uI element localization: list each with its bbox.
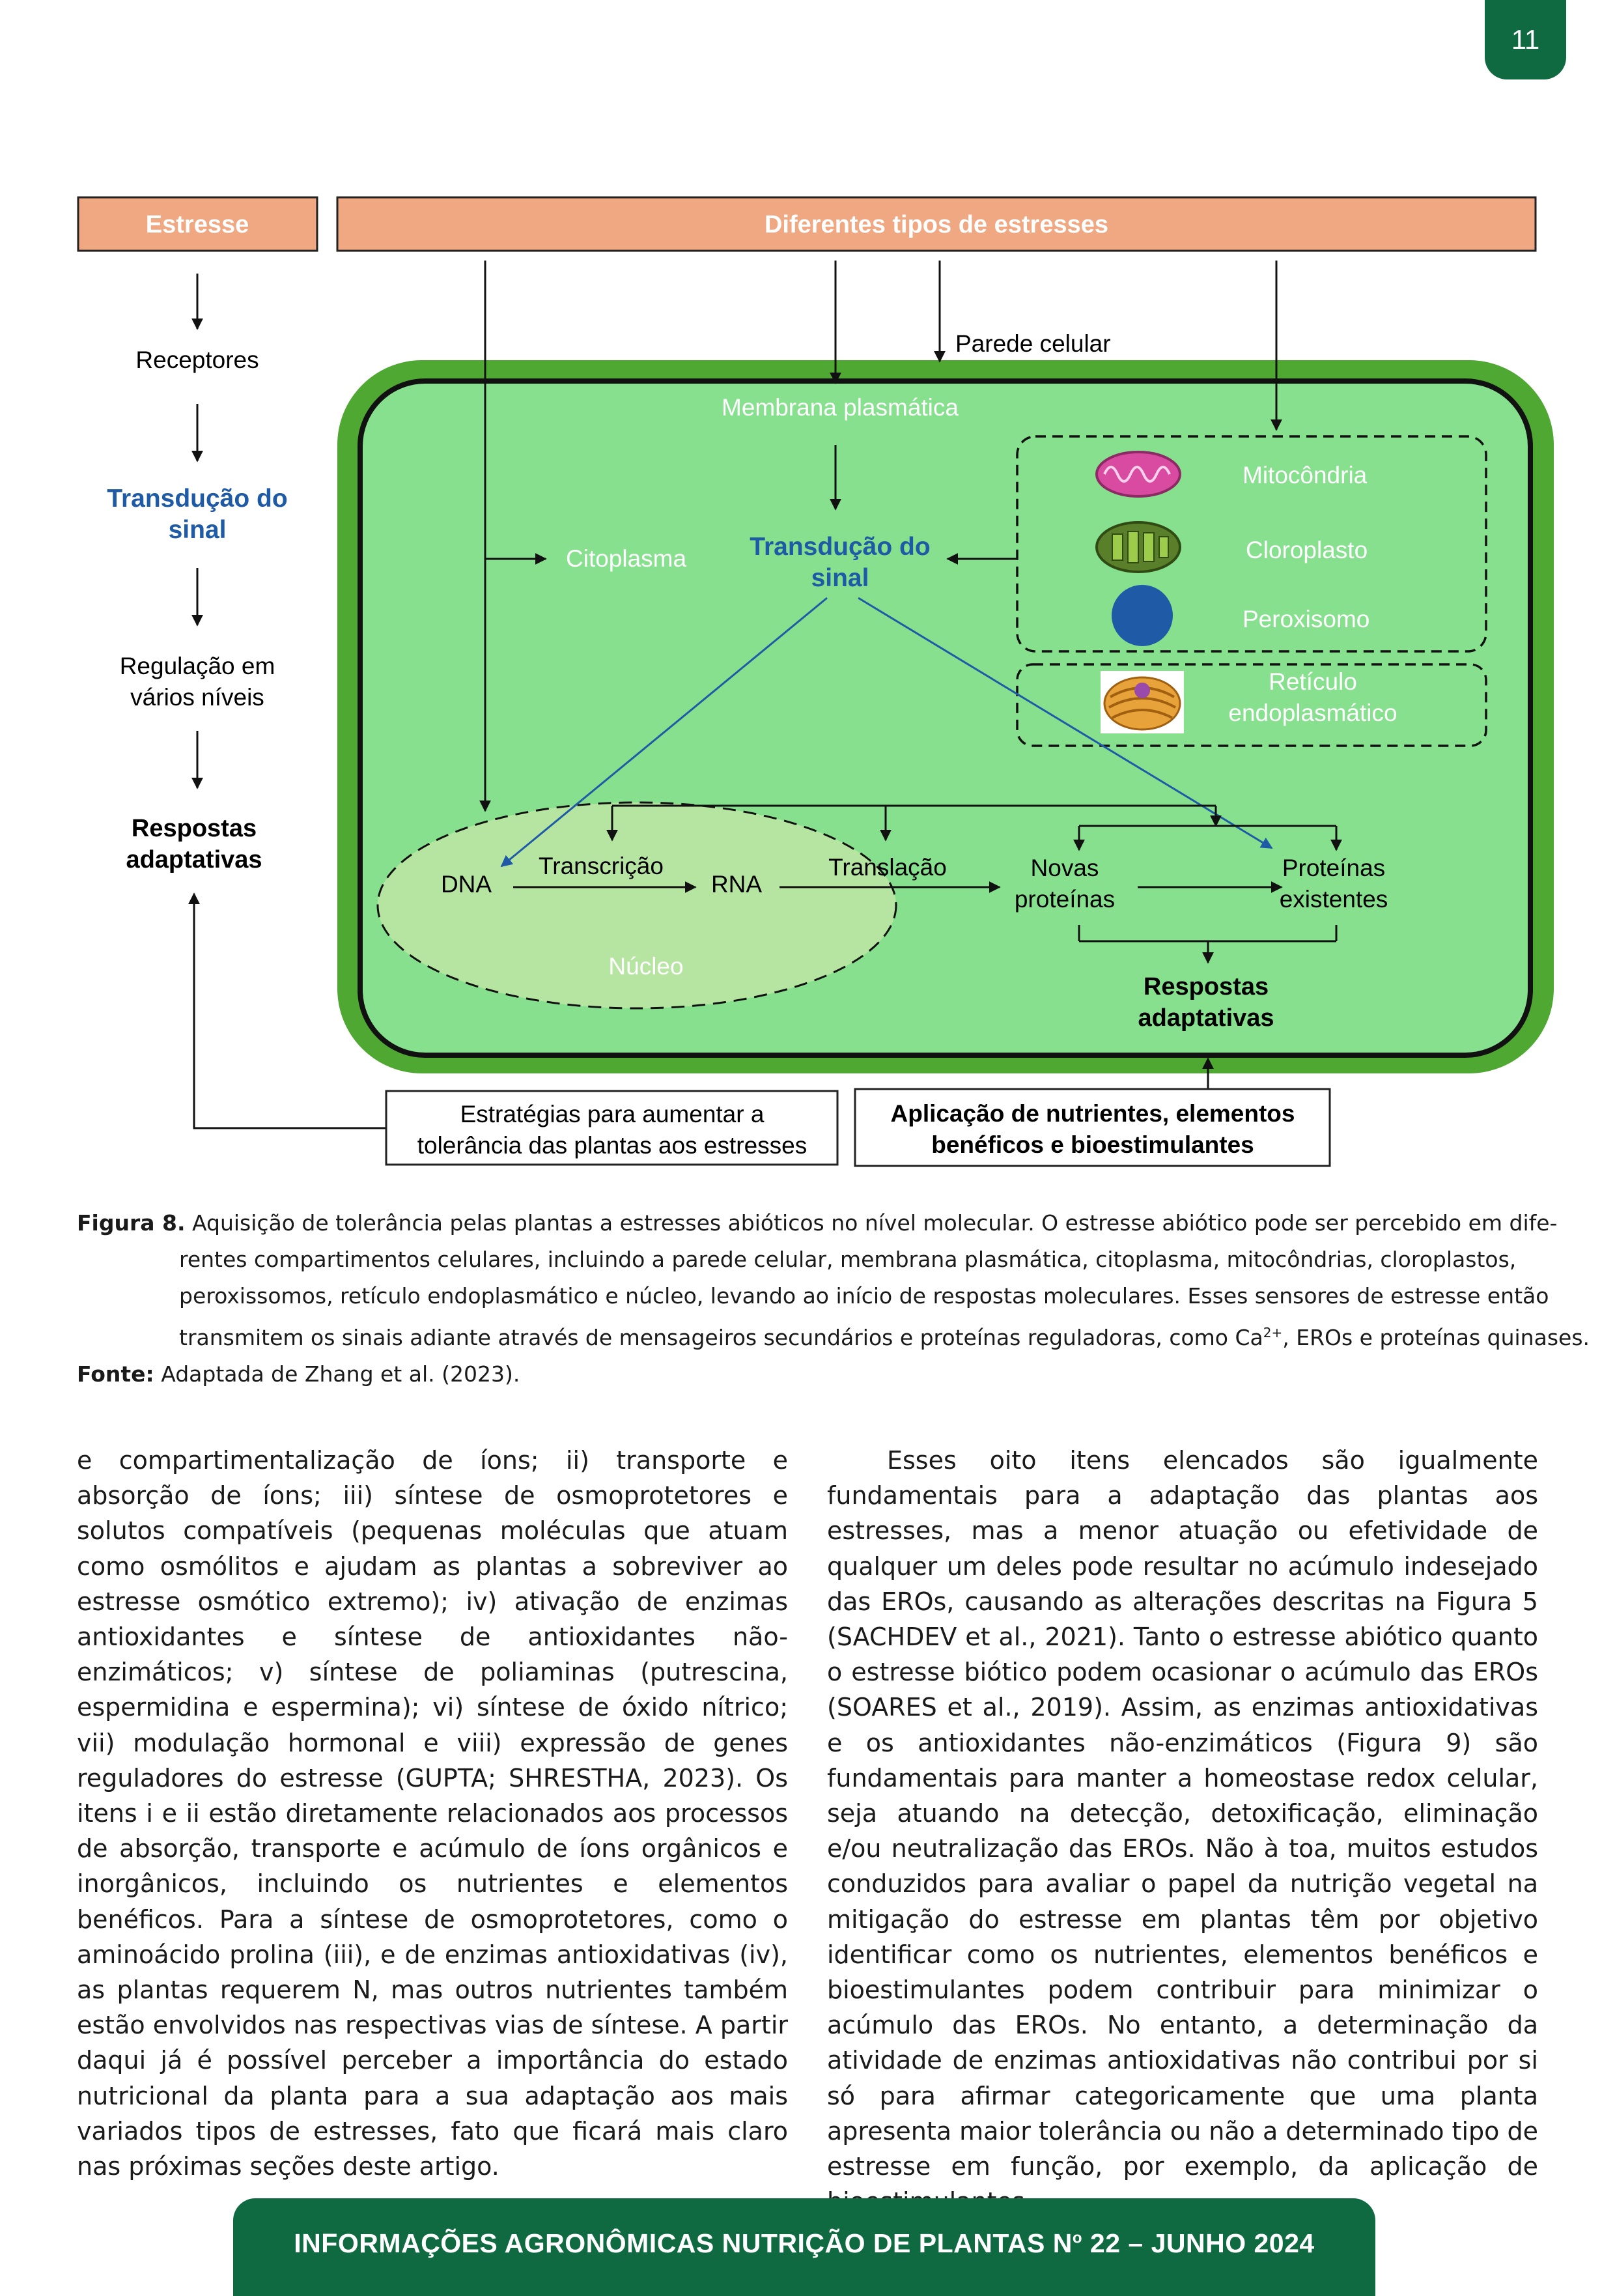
caption-line2: rentes compartimentos celulares, incluin… (179, 1247, 1517, 1272)
er-label-line1: Retículo (1269, 668, 1357, 695)
application-box: Aplicação de nutrientes, elementos benéf… (854, 1088, 1331, 1167)
strategies-box: Estratégias para aumentar a tolerância d… (385, 1090, 839, 1166)
organelle-group-box (1016, 435, 1487, 653)
source-label: Fonte: (77, 1361, 154, 1387)
rna-label: RNA (711, 871, 762, 898)
stress-types-box: Diferentes tipos de estresses (336, 196, 1537, 252)
caption-line4b: , EROs e proteínas quinases. (1282, 1325, 1590, 1350)
body-column-left: e compartimentalização de íons; ii) tran… (77, 1443, 788, 2184)
left-paragraph: e compartimentalização de íons; ii) tran… (77, 1446, 788, 2181)
caption-label: Figura 8. (77, 1210, 186, 1236)
cell-responses-line1: Respostas (1144, 973, 1269, 1000)
footer-sup: o (1072, 2229, 1082, 2247)
figure-caption: Figura 8. Aquisição de tolerância pelas … (77, 1205, 1590, 1393)
nucleus (376, 801, 897, 1010)
caption-line4a: transmitem os sinais adiante através de … (179, 1325, 1263, 1350)
stress-tolerance-diagram: Estresse Diferentes tipos de estresses R… (77, 196, 1554, 1167)
application-line2: benéficos e bioestimulantes (931, 1131, 1254, 1158)
endoplasmic-reticulum-icon (1101, 671, 1184, 733)
application-line1: Aplicação de nutrientes, elementos (891, 1100, 1295, 1127)
cell-transduction-line2: sinal (811, 564, 869, 592)
cell-wall-label: Parede celular (955, 330, 1111, 357)
left-responses-line1: Respostas (132, 815, 257, 842)
peroxisome-label: Peroxisomo (1243, 606, 1369, 632)
strategies-line1: Estratégias para aumentar a (460, 1101, 765, 1127)
stress-box-label: Estresse (146, 211, 249, 238)
left-responses-line2: adaptativas (126, 846, 262, 873)
cytoplasm-label: Citoplasma (566, 545, 686, 572)
regulation-line2: vários níveis (130, 684, 264, 711)
existing-proteins-line1: Proteínas (1282, 855, 1385, 881)
right-paragraph: Esses oito itens elencados são igualment… (827, 1446, 1538, 2216)
footer-text-end: 22 – JUNHO 2024 (1082, 2228, 1315, 2258)
translation-label: Translação (828, 854, 947, 881)
existing-proteins-line2: existentes (1280, 886, 1388, 913)
receptors-label: Receptores (135, 347, 259, 373)
footer-text-start: INFORMAÇÕES AGRONÔMICAS NUTRIÇÃO DE PLAN… (294, 2228, 1073, 2258)
page-number: 11 (1485, 0, 1566, 79)
transcription-label: Transcrição (539, 853, 664, 879)
body-column-right: Esses oito itens elencados são igualment… (827, 1443, 1538, 2219)
cell-transduction-line1: Transdução do (750, 533, 930, 561)
peroxisome-icon (1112, 585, 1173, 646)
left-transduction-line1: Transdução do (107, 485, 287, 513)
stress-box: Estresse (77, 196, 318, 252)
nucleus-label: Núcleo (608, 953, 683, 980)
strategies-line2: tolerância das plantas aos estresses (417, 1132, 808, 1159)
mitochondria-icon (1095, 451, 1181, 498)
chloroplast-label: Cloroplasto (1246, 537, 1368, 563)
caption-line1: Aquisição de tolerância pelas plantas a … (192, 1210, 1558, 1236)
cell-responses-line2: adaptativas (1138, 1004, 1274, 1032)
new-proteins-line2: proteínas (1015, 886, 1115, 913)
er-label-line2: endoplasmático (1228, 700, 1397, 726)
caption-line4-sup: 2+ (1263, 1325, 1283, 1340)
chloroplast-icon (1095, 521, 1181, 573)
mitochondria-label: Mitocôndria (1243, 462, 1368, 489)
caption-line3: peroxissomos, retículo endoplasmático e … (179, 1283, 1549, 1309)
source-text: Adaptada de Zhang et al. (2023). (161, 1361, 520, 1387)
plasma-membrane-label: Membrana plasmática (722, 394, 959, 421)
stress-types-label: Diferentes tipos de estresses (765, 211, 1108, 238)
er-box (1016, 663, 1487, 747)
regulation-line1: Regulação em (120, 653, 275, 679)
footer-banner: INFORMAÇÕES AGRONÔMICAS NUTRIÇÃO DE PLAN… (233, 2198, 1375, 2296)
dna-label: DNA (441, 871, 492, 898)
new-proteins-line1: Novas (1031, 855, 1099, 881)
left-transduction-line2: sinal (169, 516, 227, 544)
